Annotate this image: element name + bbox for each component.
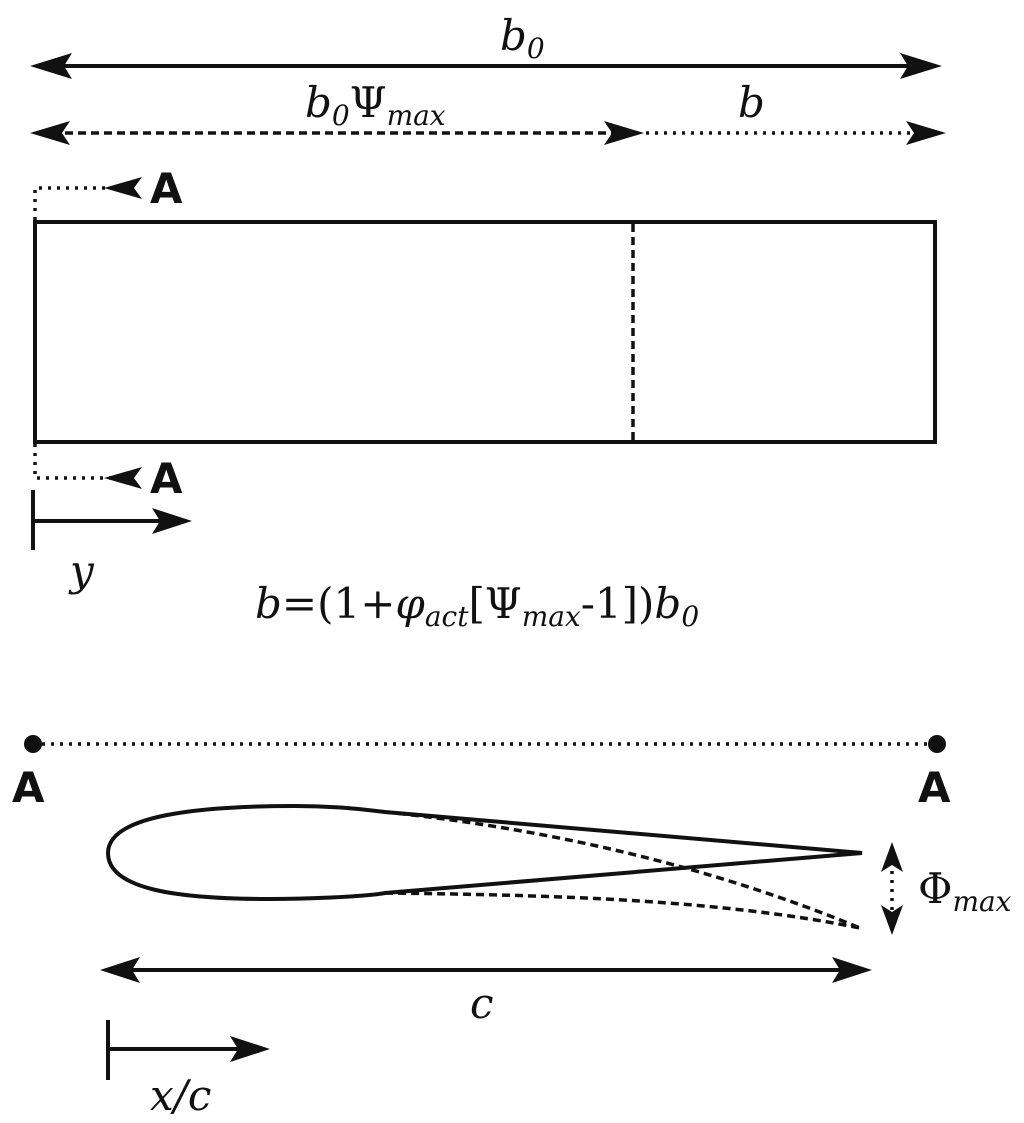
extension-label: b <box>738 78 765 127</box>
airfoil-morphed <box>384 810 861 930</box>
spanwise-axis-label: y <box>68 546 95 595</box>
airfoil-morphed-lower <box>384 891 861 930</box>
chord-arrow <box>100 957 872 983</box>
section-marker-bottom: A <box>150 454 183 503</box>
span-equation: b=(1+φact[Ψmax-1])b0 <box>255 579 699 633</box>
section-marker-right: A <box>918 763 951 812</box>
twist-label: Φmax <box>918 864 1012 918</box>
chordwise-axis <box>106 1020 270 1080</box>
airfoil-undeformed <box>105 803 863 902</box>
total-span-label: b0 <box>500 11 545 65</box>
section-cut-bottom <box>33 444 142 489</box>
section-marker-top: A <box>150 164 183 213</box>
chordwise-axis-label: x/c <box>150 1071 211 1120</box>
extension-arrow <box>646 121 946 145</box>
section-cut-top <box>33 177 142 220</box>
wing-planform <box>33 220 937 444</box>
twist-arrow <box>881 842 903 935</box>
section-marker-left: A <box>12 763 45 812</box>
spanwise-axis <box>31 490 192 550</box>
total-span-arrow <box>30 53 942 79</box>
span-fraction-label: b0Ψmax <box>305 78 446 132</box>
section-line <box>24 735 946 753</box>
chord-label: c <box>470 979 494 1028</box>
span-fraction-arrow <box>30 121 644 145</box>
